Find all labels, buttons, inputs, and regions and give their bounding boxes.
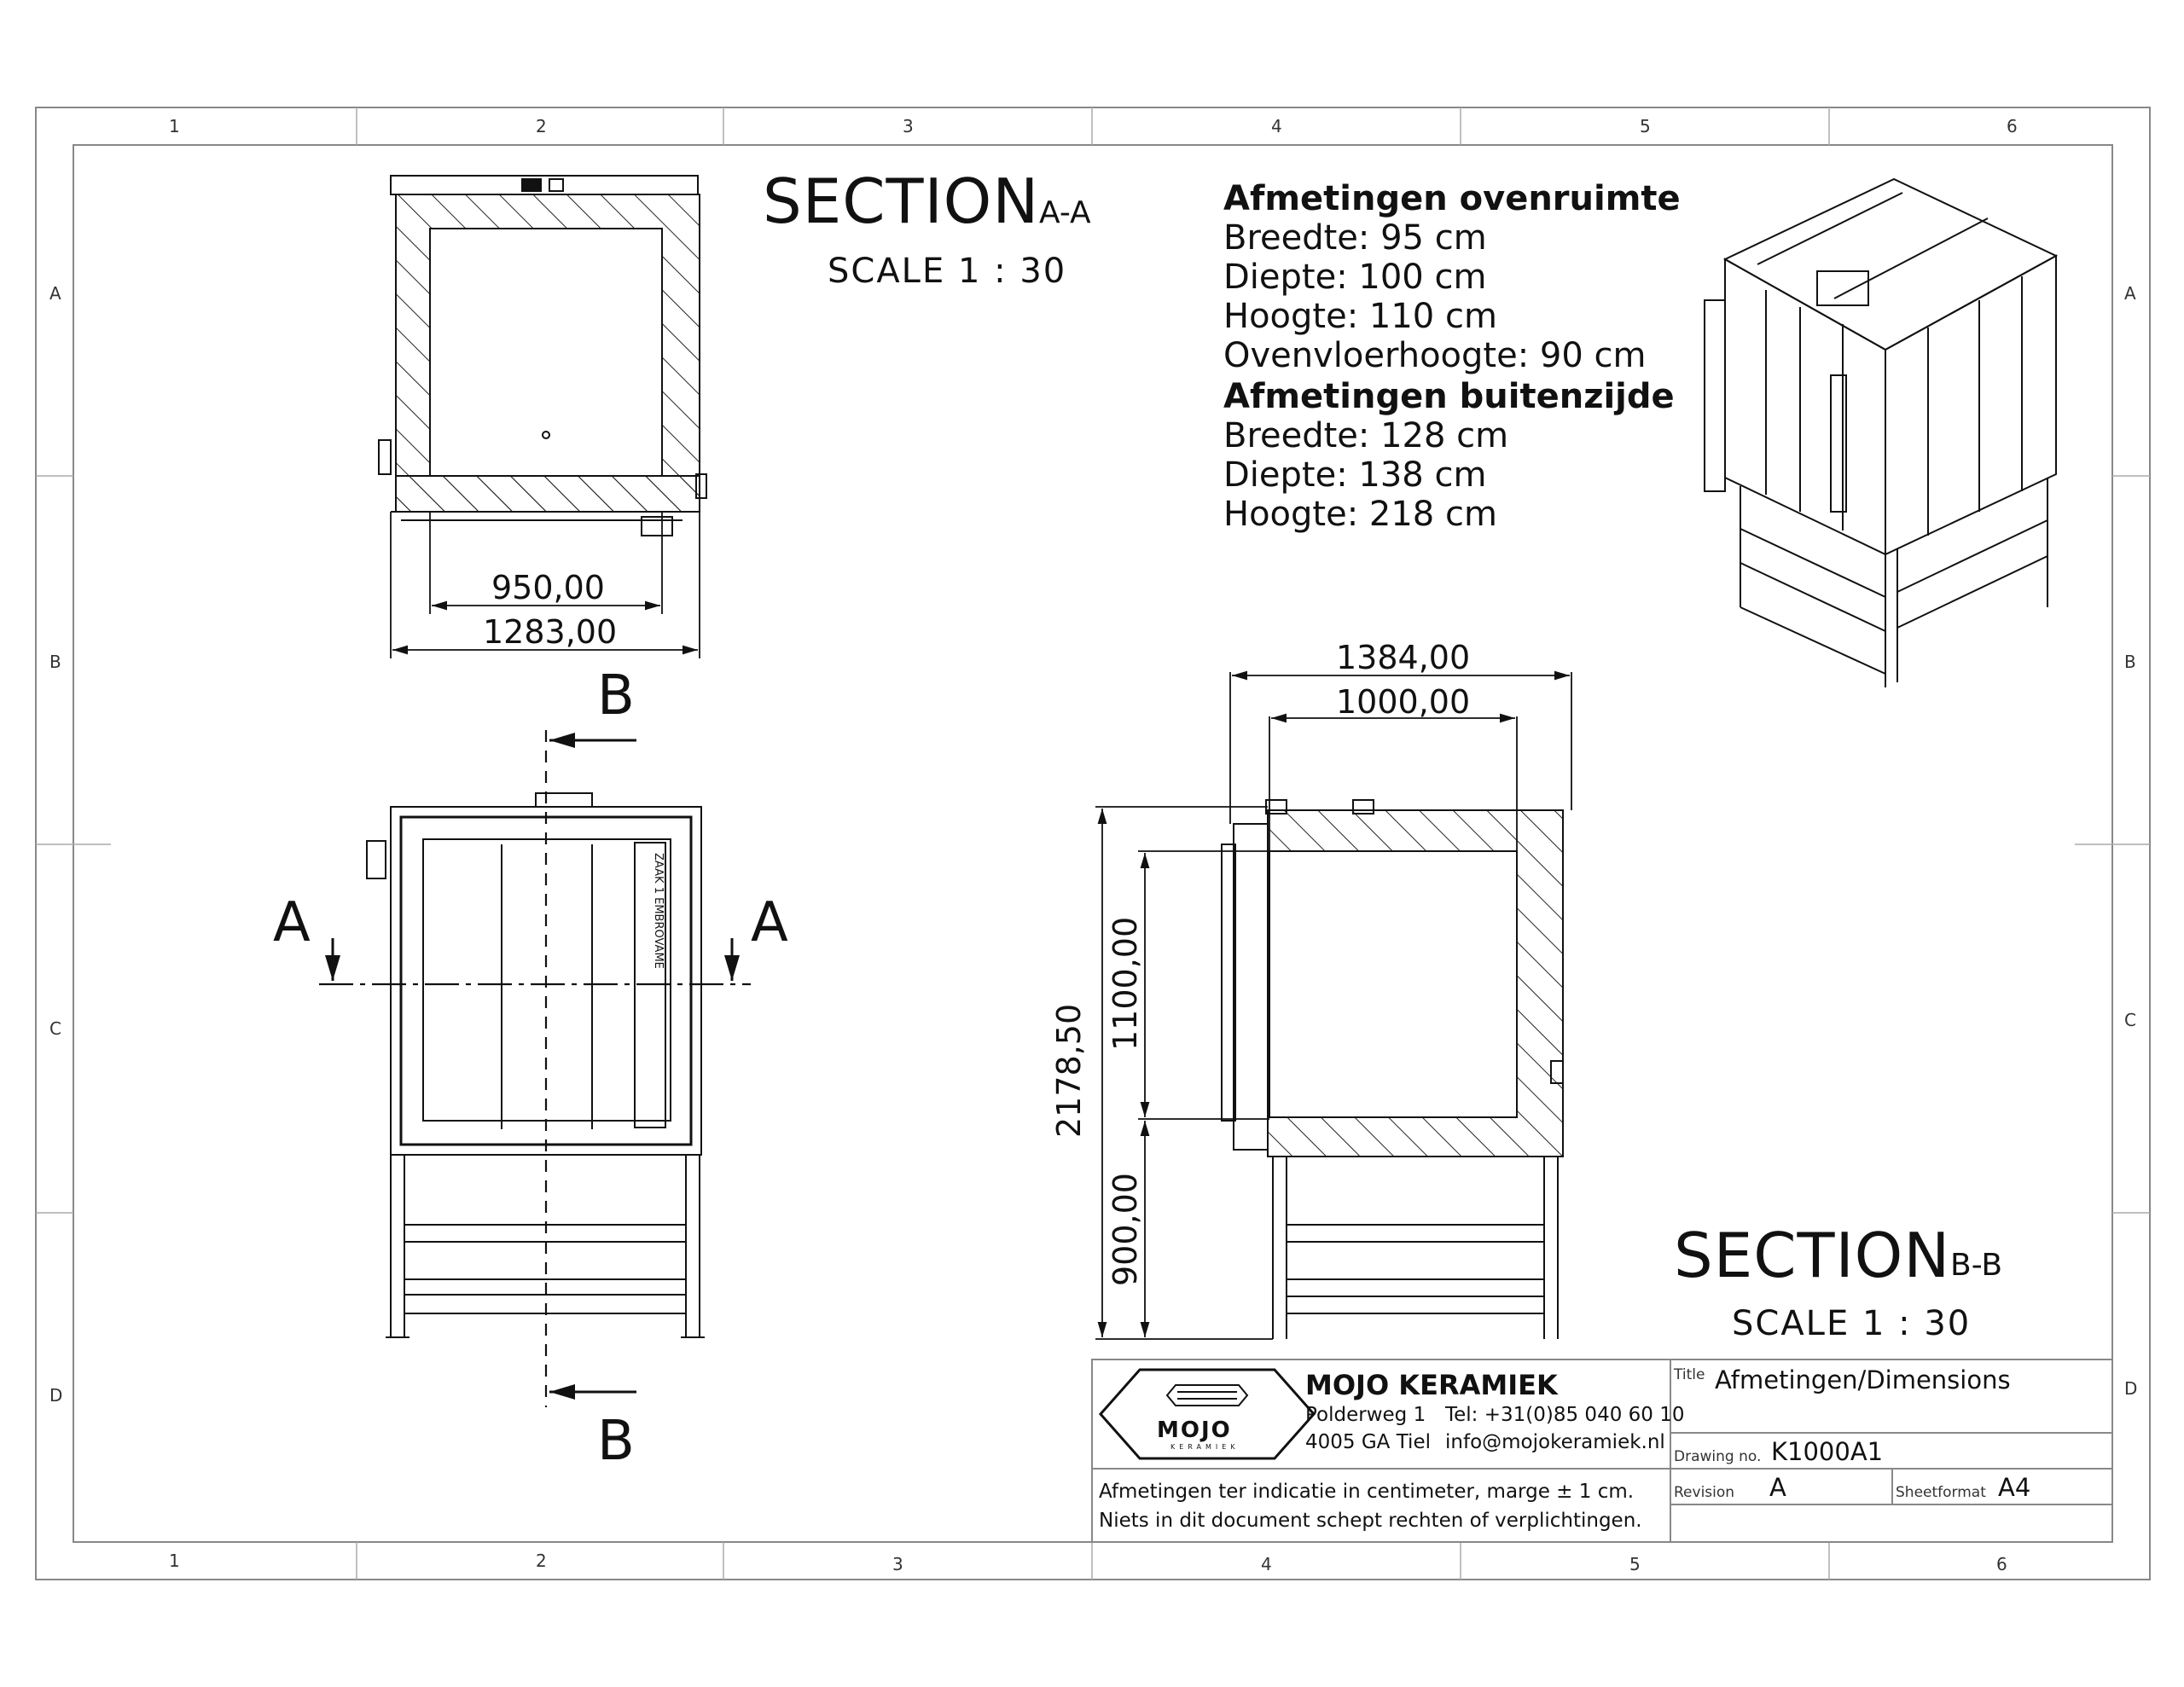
drawing-no-value: K1000A1 — [1771, 1437, 1884, 1466]
specs-outside-heading: Afmetingen buitenzijde — [1223, 377, 1675, 416]
dim-bb-width-inner: 1000,00 — [1336, 683, 1471, 721]
specs-outside-line-1: Breedte: 128 cm — [1223, 416, 1509, 455]
specs-outside-line-2: Diepte: 138 cm — [1223, 455, 1487, 495]
drawing-no-label: Drawing no. — [1674, 1448, 1762, 1465]
mojo-logo — [1098, 1368, 1316, 1460]
address-line-2: 4005 GA Tiel — [1305, 1431, 1431, 1453]
specs-outside: Afmetingen buitenzijde Breedte: 128 cm D… — [1223, 377, 1675, 534]
grid-col-6-top: 6 — [2007, 116, 2018, 136]
section-bb-dimensions — [1095, 670, 1572, 1340]
door-label: ZAAK 1 EMBROVAME — [652, 853, 665, 969]
grid-col-5-bottom: 5 — [1629, 1554, 1641, 1574]
grid-col-2-top: 2 — [536, 116, 547, 136]
title-block-frame — [1091, 1359, 2113, 1543]
email: info@mojokeramiek.nl — [1445, 1431, 1665, 1453]
dim-bb-height-chamber: 1100,00 — [1107, 916, 1144, 1051]
specs-inside: Afmetingen ovenruimte Breedte: 95 cm Die… — [1223, 179, 1681, 375]
grid-col-3-top: 3 — [903, 116, 914, 136]
revision-label: Revision — [1674, 1484, 1735, 1501]
title-label: Title — [1674, 1366, 1705, 1383]
company-name: MOJO KERAMIEK — [1305, 1369, 1558, 1401]
grid-row-c-left: C — [49, 1018, 61, 1039]
section-aa-drawing — [378, 175, 707, 536]
cut-label-b-bottom: B — [597, 1410, 635, 1473]
specs-inside-line-4: Ovenvloerhoogte: 90 cm — [1223, 336, 1647, 375]
grid-ticks — [36, 107, 2150, 1580]
specs-outside-line-3: Hoogte: 218 cm — [1223, 495, 1497, 534]
grid-row-d-left: D — [49, 1385, 63, 1406]
note-line-1: Afmetingen ter indicatie in centimeter, … — [1099, 1481, 1635, 1503]
specs-inside-line-3: Hoogte: 110 cm — [1223, 297, 1497, 336]
cut-label-a-right: A — [751, 891, 788, 954]
dim-bb-floor: 900,00 — [1107, 1173, 1144, 1286]
section-aa-suffix: A-A — [1039, 195, 1091, 230]
outer-border — [35, 107, 2151, 1580]
grid-row-a-left: A — [49, 283, 61, 304]
grid-col-1-top: 1 — [169, 116, 180, 136]
dim-aa-inner: 950,00 — [491, 569, 605, 606]
sheetformat-label: Sheetformat — [1896, 1484, 1986, 1501]
cut-label-a-left: A — [273, 891, 311, 954]
section-aa-title: SECTION — [763, 165, 1040, 237]
grid-col-2-bottom: 2 — [536, 1551, 547, 1571]
grid-row-a-right: A — [2124, 283, 2136, 304]
isometric-view-drawing — [1704, 177, 2059, 687]
sheetformat-value: A4 — [1998, 1473, 2031, 1502]
grid-col-4-bottom: 4 — [1261, 1554, 1272, 1574]
grid-col-5-top: 5 — [1640, 116, 1651, 136]
section-bb-suffix: B-B — [1950, 1248, 2003, 1283]
section-bb-title: SECTION — [1674, 1220, 1951, 1291]
section-bb-drawing — [1221, 799, 1564, 1339]
specs-inside-line-2: Diepte: 100 cm — [1223, 258, 1487, 297]
address-line-1: Polderweg 1 — [1305, 1404, 1426, 1426]
grid-row-b-right: B — [2124, 652, 2136, 672]
section-bb-scale: SCALE 1 : 30 — [1732, 1304, 1972, 1343]
specs-inside-line-1: Breedte: 95 cm — [1223, 218, 1487, 258]
grid-row-d-right: D — [2124, 1378, 2138, 1399]
dim-aa-outer: 1283,00 — [483, 613, 618, 651]
grid-col-1-bottom: 1 — [169, 1551, 180, 1571]
dim-bb-width-outer: 1384,00 — [1336, 639, 1471, 676]
cut-label-b-top: B — [597, 664, 635, 728]
grid-row-c-right: C — [2124, 1010, 2136, 1030]
note-line-2: Niets in dit document schept rechten of … — [1099, 1510, 1642, 1532]
section-cut-lines — [319, 730, 751, 1407]
revision-value: A — [1769, 1473, 1786, 1502]
section-aa-dimensions — [390, 512, 700, 658]
grid-col-4-top: 4 — [1271, 116, 1282, 136]
logo-subtext: KERAMIEK — [1170, 1443, 1240, 1451]
phone: Tel: +31(0)85 040 60 10 — [1445, 1404, 1685, 1426]
grid-row-b-left: B — [49, 652, 61, 672]
grid-col-6-bottom: 6 — [1996, 1554, 2007, 1574]
title-value: Afmetingen/Dimensions — [1715, 1365, 2011, 1394]
grid-col-3-bottom: 3 — [892, 1554, 903, 1574]
dim-bb-height-total: 2178,50 — [1050, 1003, 1088, 1138]
section-aa-scale: SCALE 1 : 30 — [828, 252, 1067, 291]
logo-text: MOJO — [1157, 1417, 1232, 1443]
specs-inside-heading: Afmetingen ovenruimte — [1223, 179, 1681, 218]
